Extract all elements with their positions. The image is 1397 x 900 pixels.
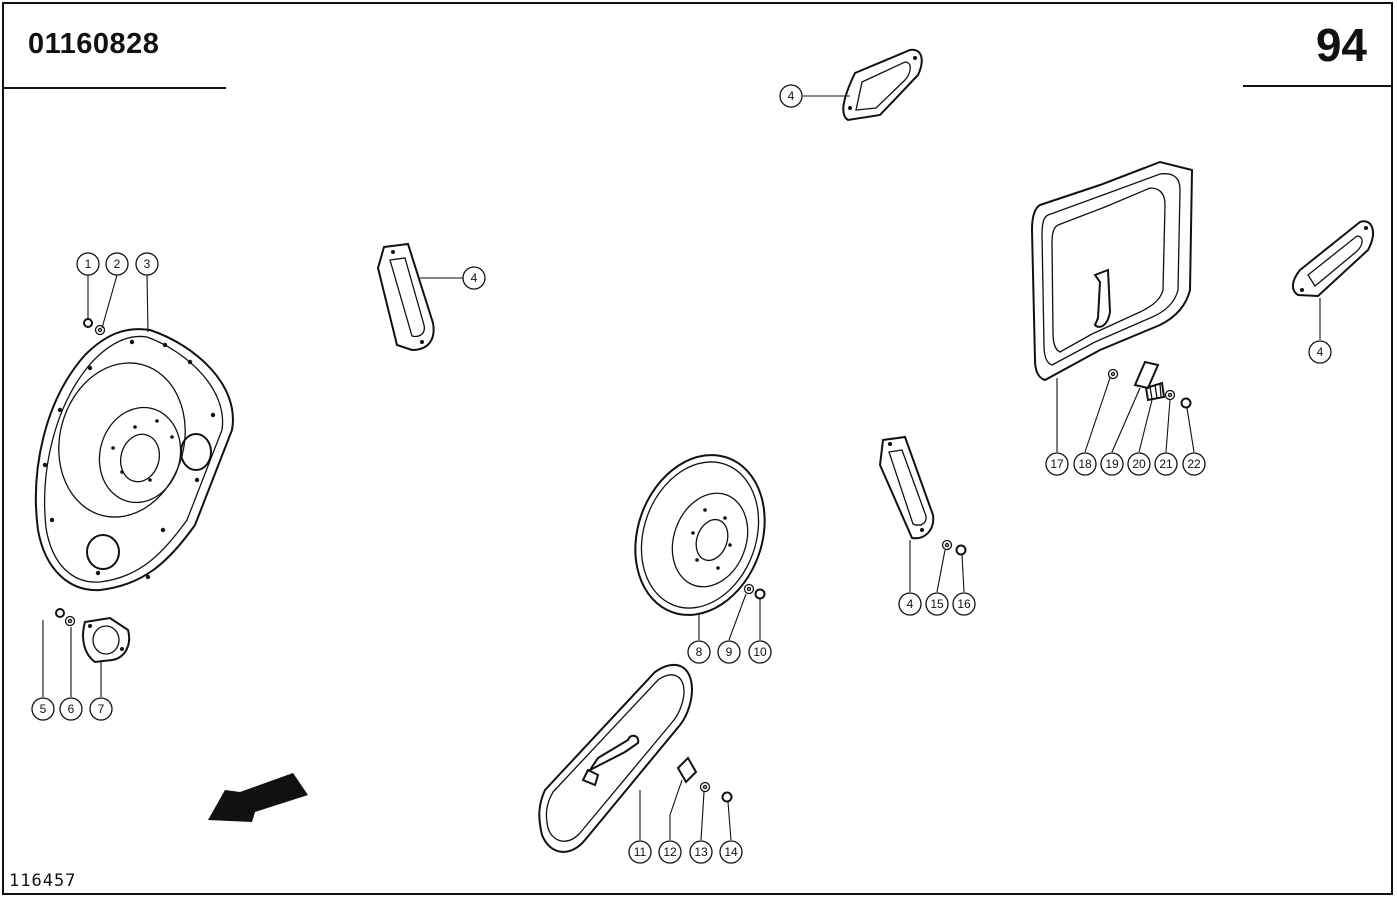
callout-bubble: 18 [1073,452,1097,476]
gasket-part-4 [1292,220,1375,298]
callout-label: 4 [907,597,914,611]
nut-part-22 [1180,397,1192,409]
washer-part-13 [699,781,711,793]
callout-bubble: 9 [717,640,741,664]
callout-label: 14 [724,845,738,859]
callout-label: 3 [144,257,151,271]
callout-bubble: 5 [31,697,55,721]
page-number: 94 [1315,19,1367,71]
callout-label: 8 [696,645,703,659]
callout-bubble: 2 [105,252,129,276]
nut-part-10 [754,588,766,600]
callout-bubble: 8 [687,640,711,664]
housing-cover-plate [34,328,234,592]
washer-part-6 [64,615,76,627]
callout-label: 2 [114,257,121,271]
callout-bubble: 4 [1319,351,1321,353]
gasket-part-4 [878,435,935,540]
small-cover-part-7 [82,616,131,664]
callout-bubble: 17 [1045,452,1069,476]
callout-bubble: 12 [658,840,682,864]
callout-bubble: 4 [462,266,486,290]
disc-part-8 [634,454,766,616]
callout-label: 10 [753,645,767,659]
inspection-cover-part-11 [538,663,694,853]
callout-bubble: 20 [1127,452,1151,476]
nut-part-16 [955,544,967,556]
gasket-part-4 [842,48,923,122]
gasket-part-4 [376,242,435,352]
callout-bubble: 4 [779,84,803,108]
latch-part-12 [676,756,698,784]
nut-part-14 [721,791,733,803]
callout-label: 11 [634,845,647,859]
callout-bubble: 16 [952,592,976,616]
bolt-part-5 [55,608,65,618]
callout-bubble: 6 [59,697,83,721]
document-number: 01160828 [28,28,160,60]
callout-label: 16 [957,597,971,611]
washer-part-2 [94,324,106,336]
washer-part-9 [743,583,755,595]
image-id: 116457 [9,871,77,891]
callout-label: 1 [85,257,92,271]
callout-bubble: 15 [925,592,949,616]
callout-label: 9 [726,645,733,659]
callout-bubble: 10 [748,640,772,664]
callout-bubble: 3 [135,252,159,276]
callout-bubble: 11 [628,840,652,864]
callout-bubble: 22 [1182,452,1206,476]
callout-label: 19 [1105,457,1119,471]
callout-label: 7 [98,702,105,716]
callout-bubble: 1 [76,252,100,276]
callout-label: 18 [1078,457,1092,471]
callout-label: 22 [1187,457,1201,471]
callout-label: 4 [1317,345,1324,359]
bracket-part-19 [1133,360,1160,390]
leader-lines [42,95,1321,841]
callout-label: 6 [68,702,75,716]
callout-label: 4 [788,89,795,103]
washer-part-18 [1107,368,1119,380]
callout-label: 12 [663,845,677,859]
callout-label: 4 [471,271,478,285]
callout-label: 21 [1159,457,1173,471]
callout-bubble: 7 [89,697,113,721]
callout-label: 13 [694,845,708,859]
washer-part-15 [941,539,953,551]
washer-part-21 [1164,389,1176,401]
callout-label: 15 [930,597,944,611]
callout-bubble: 4 [898,592,922,616]
large-gasket-part-17 [1030,160,1194,382]
callout-bubble: 21 [1154,452,1178,476]
bolt-part-1 [83,318,93,328]
direction-arrow-icon [208,773,308,822]
spring-part-20 [1144,381,1166,402]
callout-label: 20 [1132,457,1146,471]
callout-label: 17 [1050,457,1064,471]
callout-bubble: 13 [689,840,713,864]
callout-bubble: 14 [719,840,743,864]
callout-bubble: 19 [1100,452,1124,476]
callout-label: 5 [40,702,47,716]
